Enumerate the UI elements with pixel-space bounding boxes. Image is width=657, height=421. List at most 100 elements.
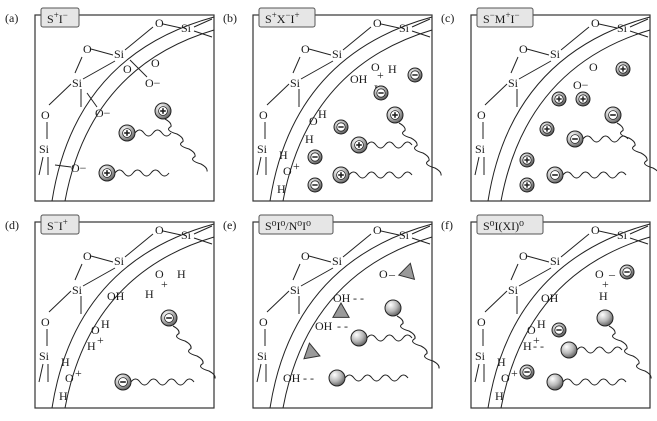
bond xyxy=(380,230,400,236)
silicon-atom: Si xyxy=(399,228,410,242)
oxygen-atom: O xyxy=(591,223,600,237)
title-part: S xyxy=(47,12,54,26)
title-part: + xyxy=(505,10,510,20)
label: H xyxy=(318,107,327,121)
bond xyxy=(193,225,213,235)
bond xyxy=(292,56,301,74)
surfactant-tail xyxy=(344,374,409,382)
label: O xyxy=(151,56,160,70)
bond xyxy=(38,156,44,176)
hydroxyl: OH xyxy=(350,72,368,86)
pore-wall-outer xyxy=(500,29,651,202)
oxygen-atom: O xyxy=(519,42,528,56)
hydroxyl: OH xyxy=(541,291,559,305)
title-part: − xyxy=(490,10,495,20)
oxygen-atom: O xyxy=(259,315,268,329)
bond xyxy=(518,267,552,287)
panel-letter: (f) xyxy=(441,218,453,232)
panel-frame xyxy=(470,221,651,409)
panel-frame xyxy=(34,14,215,202)
bond xyxy=(129,59,148,78)
label: H xyxy=(145,287,154,301)
bond xyxy=(629,225,649,235)
label: - - xyxy=(533,339,544,353)
surfactant-head xyxy=(560,341,578,359)
panel-title: S+I− xyxy=(47,10,68,26)
title-part: + xyxy=(63,217,68,227)
label: O xyxy=(283,164,292,178)
neutral-inorganic-icon xyxy=(397,262,416,281)
panel-title: S−I+ xyxy=(47,217,68,233)
label: H xyxy=(101,317,110,331)
label: - - xyxy=(303,371,314,385)
panel-title: S−M+I− xyxy=(483,10,520,26)
label: H xyxy=(305,132,314,146)
bond xyxy=(300,267,334,287)
bond xyxy=(38,363,44,383)
silicon-atom: Si xyxy=(181,21,192,35)
title-part: I xyxy=(59,219,63,233)
bond xyxy=(256,156,262,176)
bond xyxy=(411,225,431,235)
oxygen-atom: O xyxy=(41,108,50,122)
title-part: I xyxy=(291,12,295,26)
bond xyxy=(74,263,83,281)
bond xyxy=(74,56,83,74)
panel-letter: (e) xyxy=(223,218,236,232)
panel-title-box xyxy=(40,214,80,235)
silicon-atom: Si xyxy=(508,76,519,90)
bond xyxy=(526,255,550,263)
label: H xyxy=(279,148,288,162)
title-part: X xyxy=(277,12,286,26)
oxygen-anion: O− xyxy=(573,78,589,92)
title-part: S xyxy=(265,12,272,26)
title-part: I xyxy=(511,12,515,26)
silicon-atom: Si xyxy=(257,349,268,363)
label: + xyxy=(377,68,384,82)
oxygen-anion: O− xyxy=(95,106,111,120)
bond xyxy=(484,290,508,313)
bond xyxy=(90,48,114,56)
surfactant-tail xyxy=(398,122,442,176)
pore-wall-outer xyxy=(64,236,215,409)
label: H xyxy=(177,267,186,281)
label: O xyxy=(501,371,510,385)
bond xyxy=(308,255,332,263)
panel-frame xyxy=(252,14,433,202)
bond xyxy=(342,26,372,51)
silicon-atom: Si xyxy=(332,47,343,61)
panel-letter: (c) xyxy=(441,11,454,25)
pore-wall-inner xyxy=(269,16,433,202)
label: O xyxy=(379,267,388,281)
title-part: I xyxy=(59,12,63,26)
bond xyxy=(193,30,213,38)
oxygen-atom: O xyxy=(83,249,92,263)
label: + xyxy=(161,277,168,291)
pore-wall-outer xyxy=(282,29,433,202)
label: H xyxy=(388,62,397,76)
label: + xyxy=(511,366,518,380)
label: O xyxy=(123,62,132,76)
bond xyxy=(380,23,400,29)
silicon-atom: Si xyxy=(550,47,561,61)
bond xyxy=(300,60,334,80)
bond xyxy=(266,290,290,313)
silicon-atom: Si xyxy=(617,21,628,35)
silicon-atom: Si xyxy=(181,228,192,242)
label: + xyxy=(97,333,104,347)
surfactant-tail xyxy=(164,118,208,172)
bond xyxy=(82,267,116,287)
pore-wall-inner xyxy=(487,223,651,409)
oxygen-anion: O− xyxy=(145,76,161,90)
bond xyxy=(162,23,182,29)
title-part: − xyxy=(63,10,68,20)
oxygen-atom: O xyxy=(373,223,382,237)
bond xyxy=(86,92,98,108)
oxygen-atom: O xyxy=(477,315,486,329)
label: - - xyxy=(353,291,364,305)
bond xyxy=(256,363,262,383)
title-part: S xyxy=(483,12,490,26)
label: H xyxy=(523,339,532,353)
